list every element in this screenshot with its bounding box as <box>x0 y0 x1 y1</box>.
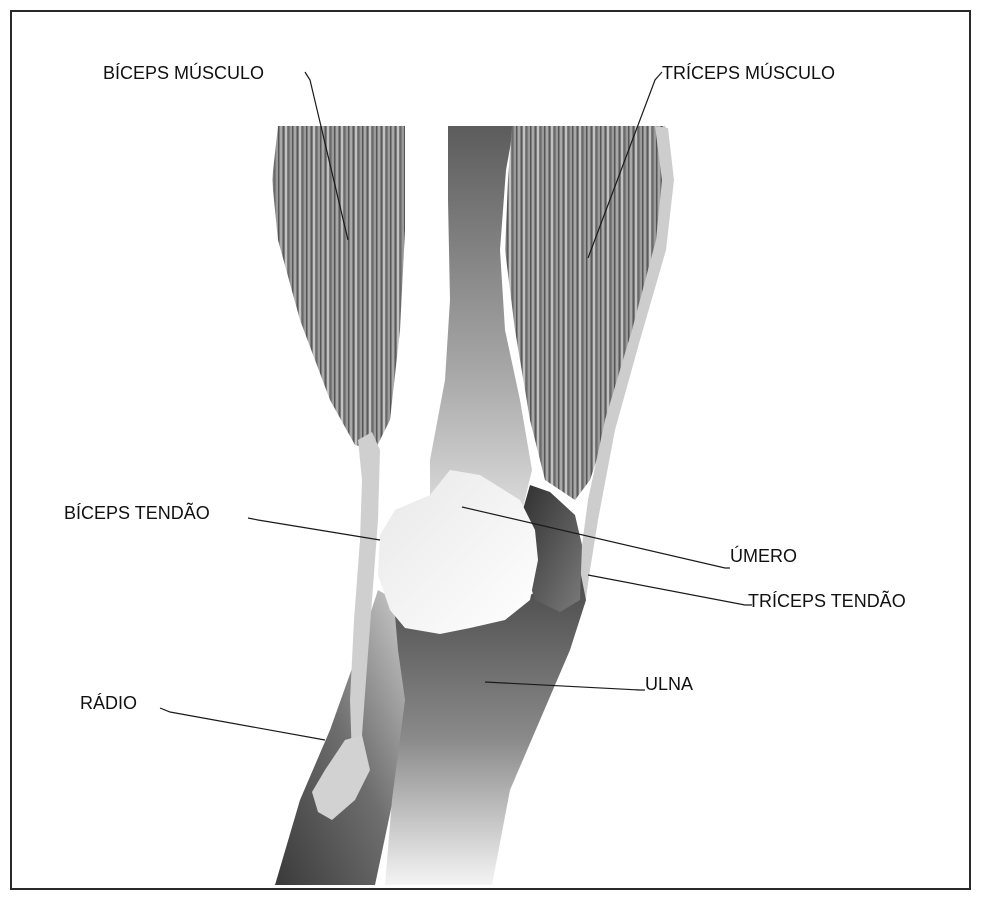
label-triceps-tendao: TRÍCEPS TENDÃO <box>748 590 906 611</box>
biceps-muscle <box>272 126 405 450</box>
leader-triceps-tendao <box>588 575 752 605</box>
label-triceps-musculo: TRÍCEPS MÚSCULO <box>662 62 835 83</box>
label-ulna: ULNA <box>645 674 693 694</box>
label-biceps-tendao: BÍCEPS TENDÃO <box>64 502 210 523</box>
leader-radio <box>160 708 325 740</box>
label-umero: ÚMERO <box>730 545 797 566</box>
label-radio: RÁDIO <box>80 693 137 713</box>
label-biceps-musculo: BÍCEPS MÚSCULO <box>103 62 264 83</box>
leader-biceps-tendao <box>248 518 380 540</box>
